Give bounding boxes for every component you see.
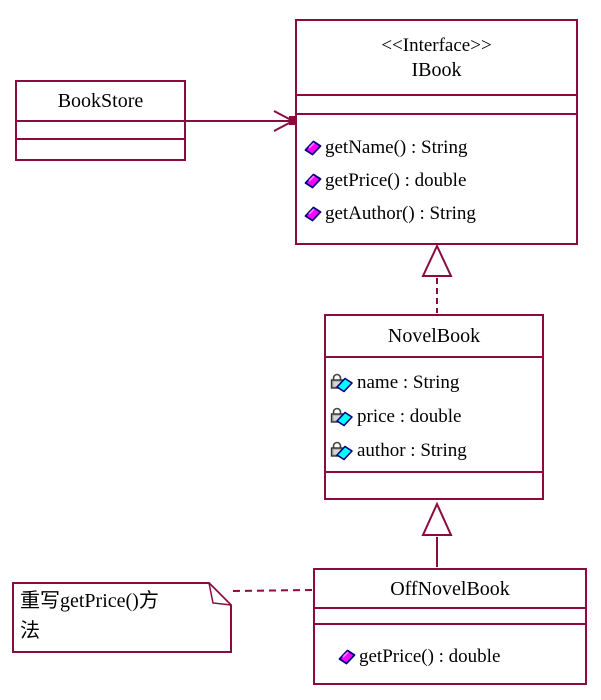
class-name: NovelBook (387, 325, 481, 347)
class-title-compartment: OffNovelBook (315, 570, 585, 607)
method-row: getName() : String (297, 131, 576, 164)
class-name: IBook (411, 58, 462, 81)
public-method-icon (304, 173, 322, 188)
method-label: getName() : String (325, 136, 468, 158)
association-bookstore-ibook[interactable] (186, 110, 298, 132)
hollow-triangle-icon (421, 243, 453, 277)
class-name: BookStore (57, 90, 144, 112)
methods-compartment (326, 471, 542, 498)
hollow-triangle-icon (421, 501, 453, 536)
public-method-icon (304, 140, 322, 155)
attribute-label: price : double (357, 406, 462, 427)
attribute-row: name : String (326, 366, 542, 400)
attribute-label: name : String (357, 372, 460, 393)
attributes-compartment (297, 94, 576, 113)
note-text-line: 重写getPrice()方 (20, 590, 159, 612)
attributes-compartment (17, 120, 184, 138)
generalization-offnovelbook-novelbook[interactable] (421, 501, 453, 567)
class-name: OffNovelBook (390, 577, 510, 600)
realization-novelbook-ibook[interactable] (421, 243, 453, 313)
attributes-compartment (315, 607, 585, 623)
method-label: getAuthor() : String (325, 202, 476, 224)
class-title-compartment: NovelBook (326, 316, 542, 356)
method-row: getPrice() : double (297, 164, 576, 197)
methods-compartment: getPrice() : double (315, 623, 585, 683)
class-box-ibook[interactable]: <<Interface>> IBook getName() : String g… (295, 19, 578, 245)
methods-compartment (17, 138, 184, 159)
class-box-offnovelbook[interactable]: OffNovelBook getPrice() : double (313, 568, 587, 685)
note-shape (12, 582, 232, 653)
attribute-row: price : double (326, 400, 542, 434)
class-title-compartment: BookStore (17, 82, 184, 120)
methods-compartment: getName() : String getPrice() : double g… (297, 113, 576, 243)
class-title-compartment: <<Interface>> IBook (297, 21, 576, 94)
class-box-bookstore[interactable]: BookStore (15, 80, 186, 161)
stereotype-label: <<Interface>> (381, 34, 492, 56)
class-box-novelbook[interactable]: NovelBook name : String price (324, 314, 544, 500)
private-attribute-icon (330, 441, 353, 461)
connection-handle (289, 116, 298, 125)
method-label: getPrice() : double (325, 169, 467, 191)
private-attribute-icon (330, 407, 353, 427)
method-row: getPrice() : double (315, 640, 585, 673)
attributes-compartment: name : String price : double aut (326, 356, 542, 471)
uml-note[interactable]: 重写getPrice()方 法 (12, 582, 232, 653)
note-anchor-connector[interactable] (232, 589, 313, 592)
method-row: getAuthor() : String (297, 197, 576, 230)
note-text: 重写getPrice()方 法 (20, 586, 220, 646)
private-attribute-icon (330, 373, 353, 393)
attribute-label: author : String (357, 440, 467, 461)
note-fold-icon (208, 582, 232, 606)
public-method-icon (304, 206, 322, 221)
note-text-line: 法 (20, 620, 40, 642)
public-method-icon (338, 649, 356, 664)
attribute-row: author : String (326, 434, 542, 468)
method-label: getPrice() : double (359, 645, 501, 667)
